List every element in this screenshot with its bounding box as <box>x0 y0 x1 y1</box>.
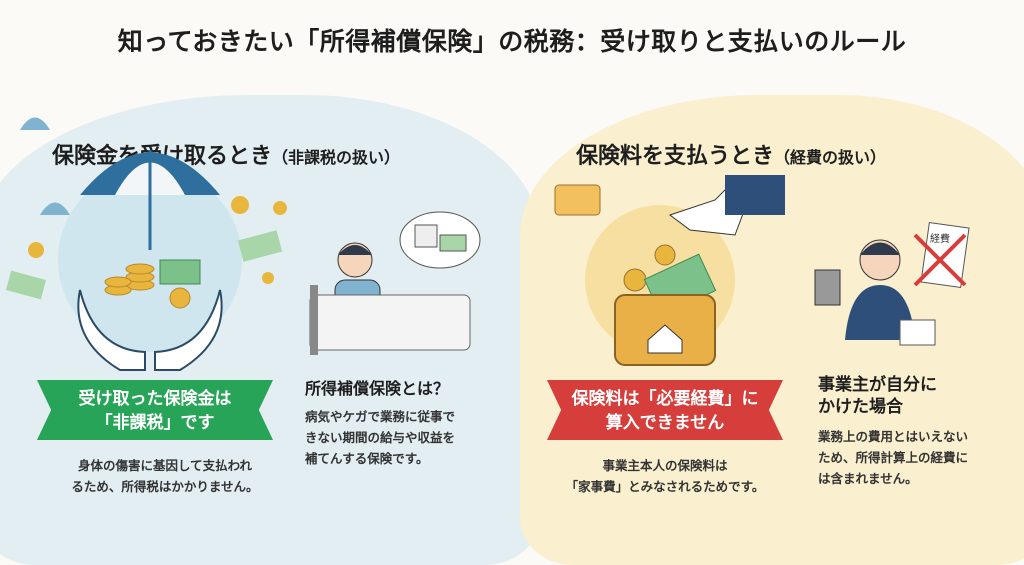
text-line: 「家事費」とみなされるためです。 <box>565 479 765 494</box>
text-line: 補てんする保険です。 <box>305 451 429 466</box>
expense-document-label: 経費 <box>930 232 950 245</box>
case-heading-line: かけた場合 <box>818 397 903 417</box>
text-line: は含まれません。 <box>818 471 918 486</box>
insurance-definition: 所得補償保険とは？ 病気やケガで業務に従事で きない期間の給与や収益を 補てんす… <box>305 378 455 469</box>
definition-heading: 所得補償保険とは？ <box>305 379 450 398</box>
umbrella-hands-coins-illustration <box>6 117 287 371</box>
page-title: 知っておきたい「所得補償保険」の税務：受け取りと支払いのルール <box>117 27 907 56</box>
text-line: 事業主本人の保険料は <box>602 458 728 473</box>
text-line: るため、所得税はかかりません。 <box>71 479 259 494</box>
text-line: 身体の傷害に基因して支払われ <box>77 458 252 473</box>
left-heading-note: （非課税の扱い） <box>272 148 401 167</box>
household-expense-explanation: 事業主本人の保険料は 「家事費」とみなされるためです。 <box>535 455 795 497</box>
text-line: 病気やケガで業務に従事で <box>305 409 456 424</box>
banner-line: 受け取った保険金は <box>78 389 232 409</box>
right-heading-note: （経費の扱い） <box>774 148 887 167</box>
injured-person-in-bed-illustration <box>309 211 481 355</box>
right-heading-text: 保険料を支払うとき <box>576 144 775 169</box>
banner-line: 保険料は「必要経費」に <box>571 389 759 409</box>
tax-exempt-banner: 受け取った保険金は 「非課税」です <box>37 380 273 440</box>
case-heading-line: 事業主が自分に <box>818 375 937 395</box>
self-insured-case: 事業主が自分に かけた場合 業務上の費用とはいえない ため、所得計算上の経費に … <box>818 374 968 489</box>
not-deductible-banner: 保険料は「必要経費」に 算入できません <box>547 380 783 440</box>
right-section-background <box>520 95 1024 565</box>
tax-exempt-explanation: 身体の傷害に基因して支払われ るため、所得税はかかりません。 <box>30 455 300 497</box>
right-section-heading: 保険料を支払うとき（経費の扱い） <box>576 138 886 170</box>
business-owner-expense-crossed-illustration: 経費 <box>814 221 970 346</box>
text-line: ため、所得計算上の経費に <box>818 450 969 465</box>
banner-line: 算入できません <box>605 413 725 433</box>
text-line: きない期間の給与や収益を <box>305 430 456 445</box>
banner-line: 「非課税」です <box>95 413 215 433</box>
text-line: 業務上の費用とはいえない <box>818 429 969 444</box>
wallet-payment-illustration <box>554 175 785 366</box>
